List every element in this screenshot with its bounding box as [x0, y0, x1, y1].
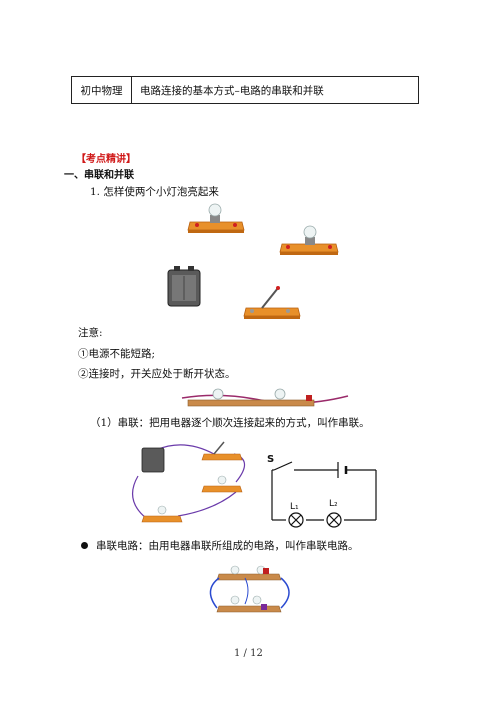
components-illustration: [167, 203, 339, 319]
notice-label: 注意:: [78, 327, 103, 339]
question-text: 1. 怎样使两个小灯泡亮起来: [90, 186, 219, 198]
header-table: 初中物理 电路连接的基本方式–电路的串联和并联: [71, 76, 419, 104]
battery-illustration: [167, 266, 201, 307]
series-lamps-loop-illustration: [209, 565, 290, 613]
lamp-board-1: [187, 203, 245, 233]
series-circuit-figure: [131, 441, 377, 528]
page-number: 1 / 12: [234, 648, 263, 659]
lamp-wire-illustration: [181, 388, 349, 407]
lamp-board-2: [279, 225, 339, 255]
switch-illustration: [243, 286, 301, 319]
section-heading: 【考点精讲】: [76, 154, 136, 165]
title-cell: 电路连接的基本方式–电路的串联和并联: [140, 84, 324, 97]
lamp1-label: L₁: [290, 502, 299, 512]
lamp2-label: L₂: [329, 499, 338, 509]
series-circuit-definition: 串联电路：由用电器串联所组成的电路，叫作串联电路。: [96, 540, 359, 552]
subject-cell: 初中物理: [72, 77, 132, 103]
part-title: 一、串联和并联: [64, 170, 134, 181]
series-definition: （1）串联：把用电器逐个顺次连接起来的方式，叫作串联。: [90, 417, 370, 429]
series-physical-illustration: [131, 441, 246, 523]
notice-item-1: ①电源不能短路;: [78, 348, 156, 360]
notice-item-2: ②连接时，开关应处于断开状态。: [78, 368, 236, 380]
bullet-dot: [81, 542, 88, 549]
series-schematic: [271, 461, 377, 528]
switch-label: S: [267, 454, 275, 465]
